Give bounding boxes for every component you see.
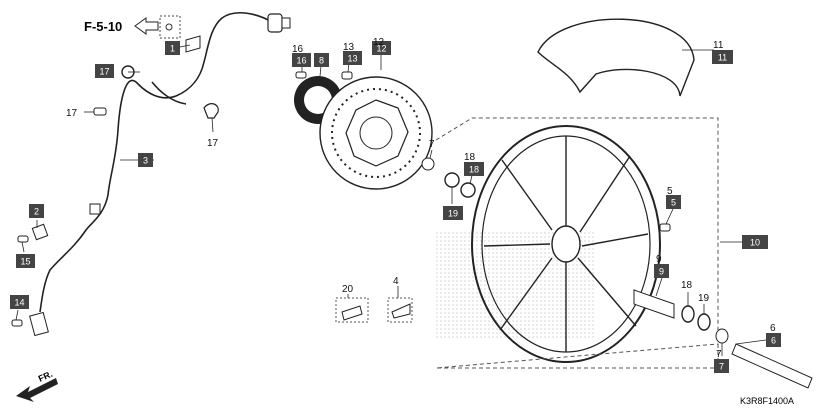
axle-6-icon <box>731 343 813 389</box>
bolt-15-icon <box>17 235 29 243</box>
reference-label: F-5-10 <box>84 19 122 34</box>
callout-10: 10 <box>742 235 768 249</box>
callout-13: 13 <box>343 51 362 65</box>
svg-text:19: 19 <box>448 209 458 219</box>
callout-7: 7 <box>714 359 729 373</box>
reference-arrow-icon <box>134 17 159 35</box>
svg-text:13: 13 <box>347 54 357 64</box>
label-18-top: 18 <box>464 152 476 163</box>
disc-bolt-icon <box>341 71 353 80</box>
callout-18: 18 <box>464 162 484 176</box>
reference-dashed-box <box>159 15 181 39</box>
svg-text:14: 14 <box>14 298 24 308</box>
label-19-bottom: 19 <box>698 293 710 304</box>
front-wheel <box>471 125 661 363</box>
callout-1: 1 <box>165 41 180 55</box>
label-9: 9 <box>656 254 662 265</box>
bolt-14-icon <box>11 319 23 327</box>
label-13: 13 <box>343 42 355 53</box>
spacer-9-icon <box>633 289 675 319</box>
callout-17: 17 <box>95 64 114 78</box>
callout-15: 15 <box>16 254 35 268</box>
svg-text:15: 15 <box>20 257 30 267</box>
callout-11: 11 <box>712 50 733 64</box>
wheel-assembly-outline <box>435 117 719 369</box>
callout-14: 14 <box>10 295 29 309</box>
svg-text:5: 5 <box>671 198 676 208</box>
collar-7-icon <box>421 157 435 171</box>
svg-text:1: 1 <box>170 44 175 54</box>
drawing-code: K3R8F1400A <box>740 396 794 406</box>
bearing-18-icon <box>460 182 476 198</box>
label-16: 16 <box>292 44 304 55</box>
weight-20-outline <box>335 297 369 323</box>
label-17-clip: 17 <box>207 138 219 149</box>
label-20: 20 <box>342 284 354 295</box>
callout-3: 3 <box>138 153 153 167</box>
sensor-bracket-icon <box>89 203 101 215</box>
svg-text:11: 11 <box>718 53 727 63</box>
bolt-17-icon <box>93 107 107 116</box>
clamp-icon <box>185 35 201 53</box>
callout-5: 5 <box>666 195 681 209</box>
dust-seal-19-icon <box>444 172 460 188</box>
weight-4-icon <box>391 303 411 319</box>
label-4: 4 <box>393 276 399 287</box>
svg-text:9: 9 <box>659 267 664 277</box>
stay-icon <box>31 223 49 241</box>
label-18-bottom: 18 <box>681 280 693 291</box>
svg-text:2: 2 <box>34 207 39 217</box>
svg-text:18: 18 <box>469 165 479 175</box>
svg-text:6: 6 <box>771 336 776 346</box>
weight-4-outline <box>387 297 413 323</box>
callout-2: 2 <box>29 204 44 218</box>
label-12: 12 <box>373 37 385 48</box>
collar-7b-icon <box>715 328 729 344</box>
svg-text:7: 7 <box>719 362 724 372</box>
svg-text:12: 12 <box>376 44 386 54</box>
callout-16: 16 <box>292 53 311 67</box>
label-17-left: 17 <box>66 108 78 119</box>
clip-icon <box>203 103 219 119</box>
bearing-18b-icon <box>681 305 695 323</box>
svg-text:3: 3 <box>143 156 148 166</box>
speed-sensor-icon <box>29 311 49 337</box>
label-7-top: 7 <box>429 139 435 150</box>
weight-20-icon <box>341 305 363 321</box>
label-5: 5 <box>667 186 673 197</box>
svg-text:17: 17 <box>99 67 109 77</box>
front-direction-arrow-icon <box>16 378 58 402</box>
svg-text:8: 8 <box>319 56 324 66</box>
callout-19: 19 <box>443 206 463 220</box>
callout-9: 9 <box>654 264 669 278</box>
brake-disc <box>319 76 433 190</box>
label-7-bottom: 7 <box>716 349 722 360</box>
bolt-5-icon <box>659 223 671 232</box>
svg-text:16: 16 <box>296 56 306 66</box>
tire <box>537 18 695 97</box>
connector-icon <box>267 13 283 33</box>
callout-6: 6 <box>766 333 781 347</box>
svg-text:10: 10 <box>750 238 760 248</box>
label-11: 11 <box>713 40 724 51</box>
dust-seal-19b-icon <box>697 313 711 331</box>
callout-8: 8 <box>314 53 329 67</box>
bolt-16-icon <box>295 71 307 79</box>
callout-12: 12 <box>372 41 391 55</box>
speed-sensor-cable <box>39 11 273 313</box>
label-6: 6 <box>770 323 776 334</box>
